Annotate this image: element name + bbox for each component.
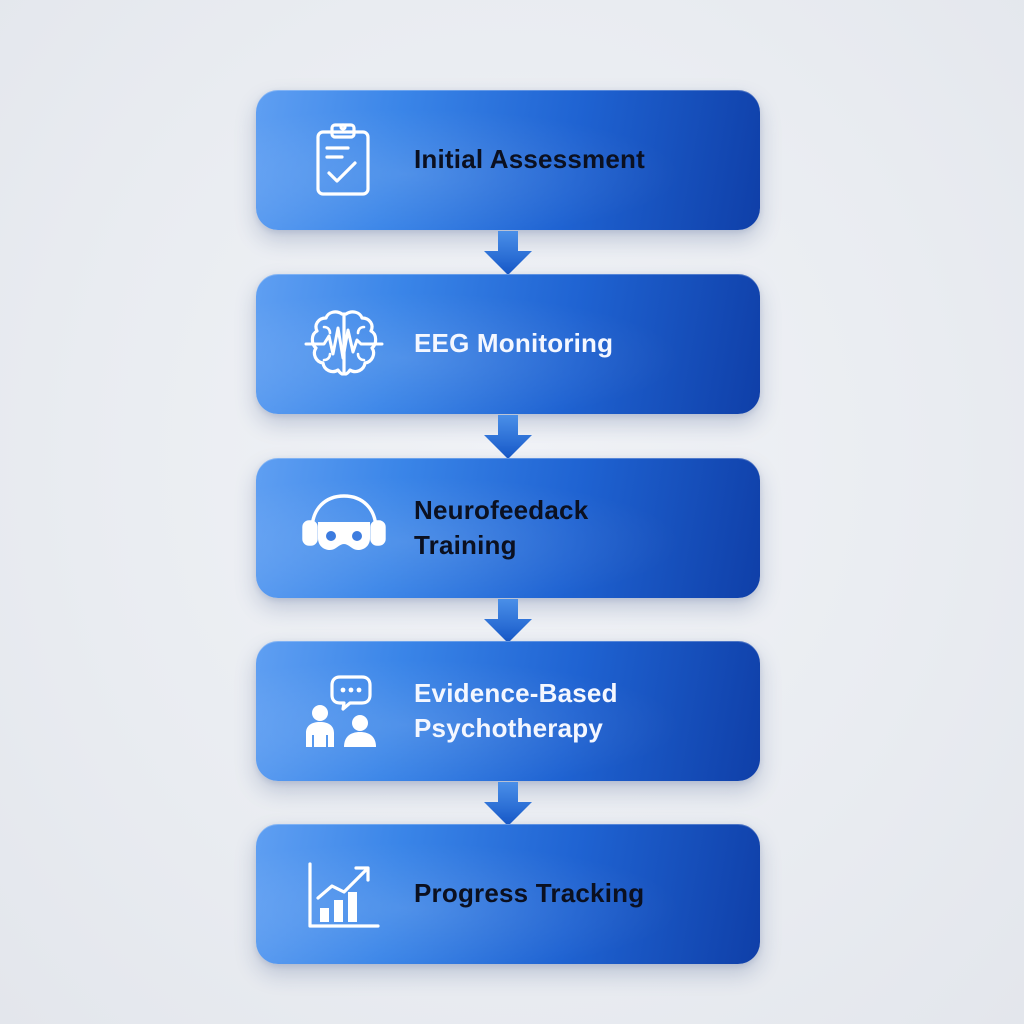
step-progress-tracking: Progress Tracking <box>256 824 760 964</box>
step-label-line: Neurofeedack <box>414 495 589 525</box>
flow-arrow <box>482 599 534 645</box>
step-label-line: Training <box>414 530 517 560</box>
step-label-line: EEG Monitoring <box>414 328 614 358</box>
step-label: Progress Tracking <box>414 876 736 911</box>
step-initial-assessment: Initial Assessment <box>256 90 760 230</box>
headset-goggles-icon <box>300 484 388 572</box>
flow-arrow <box>482 415 534 461</box>
step-label-line: Progress Tracking <box>414 878 645 908</box>
step-label: Evidence-Based Psychotherapy <box>414 676 736 746</box>
step-label: EEG Monitoring <box>414 326 736 361</box>
step-label: Initial Assessment <box>414 142 736 177</box>
step-label-line: Psychotherapy <box>414 713 604 743</box>
step-evidence-based-psychotherapy: Evidence-Based Psychotherapy <box>256 641 760 781</box>
step-neurofeedback-training: Neurofeedack Training <box>256 458 760 598</box>
step-label: Neurofeedack Training <box>414 493 736 563</box>
flow-arrow <box>482 231 534 277</box>
step-eeg-monitoring: EEG Monitoring <box>256 274 760 414</box>
step-label-line: Evidence-Based <box>414 678 618 708</box>
brain-wave-icon <box>300 300 388 388</box>
flow-arrow <box>482 782 534 828</box>
step-label-line: Initial Assessment <box>414 144 645 174</box>
growth-chart-icon <box>300 850 388 938</box>
people-conversation-icon <box>300 667 388 755</box>
clipboard-check-icon <box>300 116 388 204</box>
